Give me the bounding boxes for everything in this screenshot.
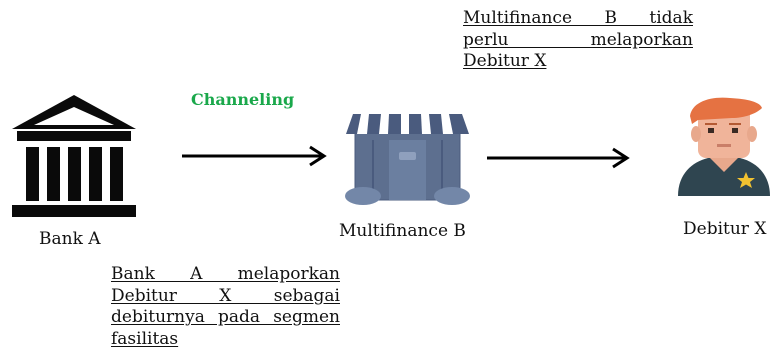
channeling-label: Channeling bbox=[191, 90, 295, 109]
note-line: debiturnya pada segmen bbox=[111, 307, 340, 327]
note-line: Debitur X bbox=[463, 51, 547, 71]
note-line: Multifinance B tidak bbox=[463, 8, 693, 28]
bank-building-icon bbox=[12, 95, 136, 217]
note-line: perlu melaporkan bbox=[463, 29, 693, 50]
arrow-bank-to-multifinance bbox=[182, 145, 330, 167]
note-line: Bank A melaporkan bbox=[111, 264, 340, 284]
note-multifinance: Multifinance B tidak perlu melaporkan De… bbox=[463, 8, 693, 73]
arrow-multifinance-to-debtor bbox=[487, 147, 633, 169]
note-line: fasilitas bbox=[111, 328, 179, 349]
storefront-icon bbox=[345, 110, 470, 205]
note-line: Debitur X sebagai bbox=[111, 285, 340, 306]
debtor-label: Debitur X bbox=[683, 219, 767, 239]
bank-label: Bank A bbox=[39, 229, 101, 249]
note-bank: Bank A melaporkan Debitur X sebagai debi… bbox=[111, 264, 340, 350]
person-avatar-icon bbox=[674, 96, 774, 198]
multifinance-label: Multifinance B bbox=[339, 221, 466, 241]
